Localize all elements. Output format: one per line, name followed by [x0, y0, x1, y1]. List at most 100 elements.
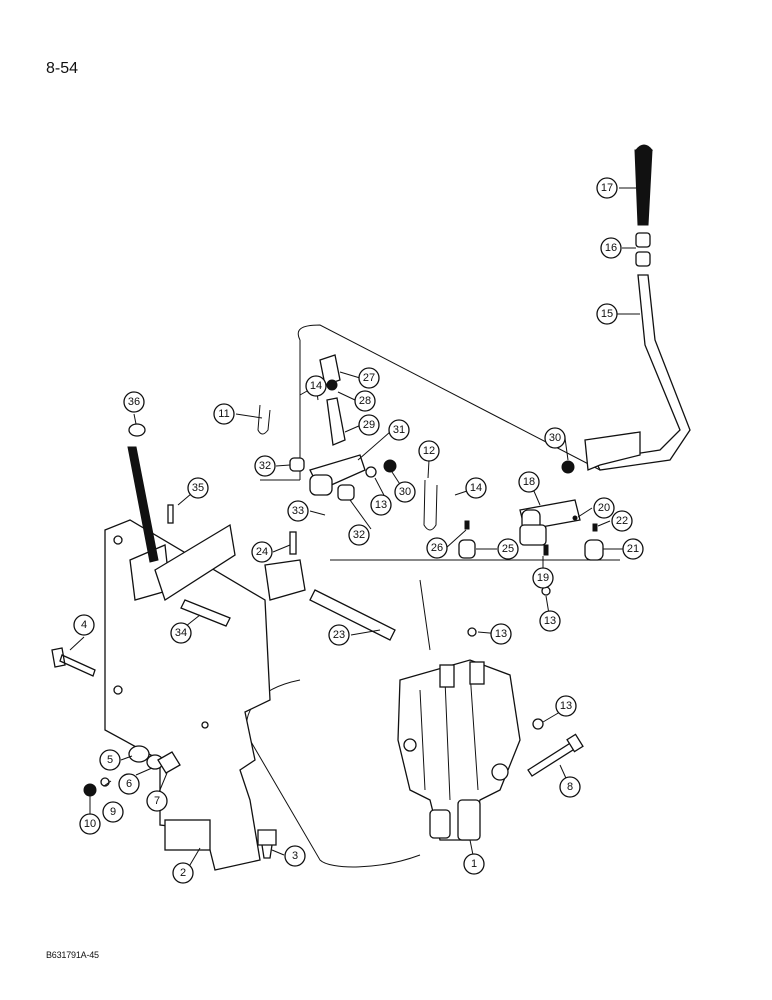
callout-6: 6 — [118, 773, 140, 795]
callout-10: 10 — [79, 813, 101, 835]
svg-text:30: 30 — [399, 486, 411, 498]
ball-detent — [572, 515, 578, 521]
callout-9: 9 — [102, 801, 124, 823]
callout-24: 24 — [251, 541, 273, 563]
callout-34: 34 — [170, 622, 192, 644]
handle-grip-cap — [634, 144, 654, 151]
svg-text:29: 29 — [363, 419, 375, 431]
svg-text:27: 27 — [363, 372, 375, 384]
nut — [383, 459, 397, 473]
bushing-upper — [635, 232, 651, 248]
svg-text:32: 32 — [259, 460, 271, 472]
svg-text:21: 21 — [627, 543, 639, 555]
svg-text:20: 20 — [598, 502, 610, 514]
svg-text:19: 19 — [537, 572, 549, 584]
callout-14-a: 14 — [305, 375, 327, 397]
link-bushing — [309, 474, 333, 496]
callout-22: 22 — [611, 510, 633, 532]
valve-spool-end — [457, 799, 481, 841]
callout-36: 36 — [123, 391, 145, 413]
callout-30-b: 30 — [394, 481, 416, 503]
control-lever — [594, 274, 691, 471]
pivot-pin-long — [309, 589, 396, 641]
callout-21: 21 — [622, 538, 644, 560]
svg-text:32: 32 — [353, 529, 365, 541]
callout-29: 29 — [358, 414, 380, 436]
callout-13-a: 13 — [370, 494, 392, 516]
svg-text:33: 33 — [292, 505, 304, 517]
mounting-foot — [164, 819, 211, 851]
svg-text:10: 10 — [84, 818, 96, 830]
roll-pin — [543, 544, 549, 556]
svg-text:13: 13 — [375, 499, 387, 511]
svg-text:5: 5 — [107, 754, 113, 766]
plate-hole — [113, 535, 123, 545]
callout-27: 27 — [358, 367, 380, 389]
svg-text:24: 24 — [256, 546, 268, 558]
svg-text:16: 16 — [605, 242, 617, 254]
ball-joint — [319, 354, 341, 386]
svg-text:12: 12 — [423, 445, 435, 457]
svg-text:13: 13 — [544, 615, 556, 627]
hex-bolt — [257, 829, 277, 859]
svg-text:14: 14 — [470, 482, 482, 494]
svg-text:25: 25 — [502, 543, 514, 555]
spring-pin — [167, 504, 174, 524]
svg-text:36: 36 — [128, 396, 140, 408]
washer-small — [365, 466, 377, 478]
svg-text:7: 7 — [154, 795, 160, 807]
callout-13-c: 13 — [490, 623, 512, 645]
through-bolt — [527, 741, 577, 777]
jam-nut — [326, 379, 338, 391]
spacer-right — [458, 539, 476, 559]
u-clip — [257, 404, 271, 435]
svg-text:3: 3 — [292, 850, 298, 862]
callout-23: 23 — [328, 624, 350, 646]
callout-15: 15 — [596, 303, 618, 325]
svg-text:8: 8 — [567, 781, 573, 793]
mounting-plate — [104, 519, 271, 871]
svg-text:30: 30 — [549, 432, 561, 444]
svg-text:2: 2 — [180, 867, 186, 879]
u-clip — [423, 479, 438, 531]
cap-screw — [51, 647, 96, 677]
spool-stem — [439, 664, 455, 688]
svg-text:4: 4 — [81, 619, 87, 631]
svg-text:31: 31 — [393, 424, 405, 436]
svg-text:11: 11 — [218, 408, 229, 420]
callout-13-b: 13 — [539, 610, 561, 632]
valve-section-line — [419, 671, 479, 801]
callout-16: 16 — [600, 237, 622, 259]
callout-26: 26 — [426, 537, 448, 559]
nut — [561, 460, 575, 474]
callout-14-b: 14 — [465, 477, 487, 499]
callout-7: 7 — [146, 790, 168, 812]
drawing-code: B631791A-45 — [46, 950, 99, 960]
svg-text:17: 17 — [601, 182, 613, 194]
callout-19: 19 — [532, 567, 554, 589]
svg-text:1: 1 — [471, 858, 477, 870]
svg-text:6: 6 — [126, 778, 132, 790]
callout-17: 17 — [596, 177, 618, 199]
washer-small — [467, 627, 477, 637]
callout-13-d: 13 — [555, 695, 577, 717]
valve-port — [403, 738, 417, 752]
callout-12: 12 — [418, 440, 440, 462]
spool-stem — [469, 661, 485, 685]
callout-28: 28 — [354, 390, 376, 412]
hex-nut — [157, 751, 181, 774]
callout-5: 5 — [99, 749, 121, 771]
callout-18: 18 — [518, 471, 540, 493]
plate-hole — [113, 685, 123, 695]
handle-grip — [634, 149, 653, 226]
svg-text:22: 22 — [616, 515, 628, 527]
bushing-lower — [635, 251, 651, 267]
callout-32-a: 32 — [254, 455, 276, 477]
callout-4: 4 — [73, 614, 95, 636]
pivot-pin-short — [180, 599, 231, 627]
callout-8: 8 — [559, 776, 581, 798]
svg-text:13: 13 — [495, 628, 507, 640]
pivot-bracket-lower — [264, 559, 306, 601]
bolt-head — [566, 733, 584, 753]
callout-1: 1 — [463, 853, 485, 875]
